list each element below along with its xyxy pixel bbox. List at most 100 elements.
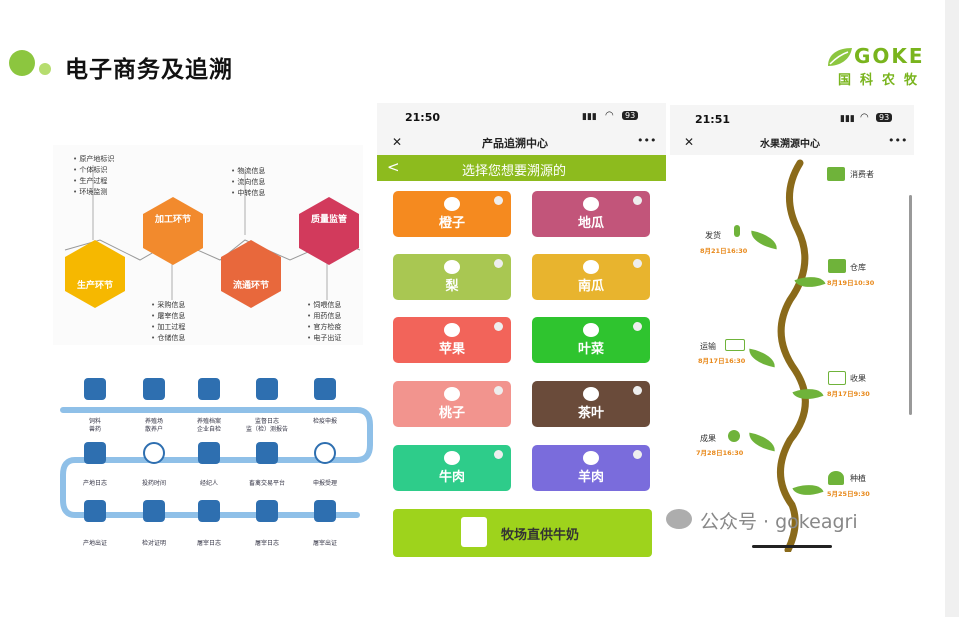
- wifi-icon: ◠: [860, 112, 869, 123]
- checklist-icon: [84, 442, 106, 464]
- certificate-icon: [84, 500, 106, 522]
- tile-dot: [494, 322, 503, 331]
- production-item: 原产地标识: [73, 154, 114, 165]
- platform-icon: [256, 442, 278, 464]
- watermark: 公众号 · gokeagri: [660, 505, 940, 539]
- tile-orange[interactable]: 橙子: [393, 191, 511, 237]
- tile-pear[interactable]: 梨: [393, 254, 511, 300]
- flow-label: 监督日志 监（检）测报告: [245, 418, 288, 433]
- signal-icon: ▮▮▮: [840, 114, 855, 124]
- tea-icon: [583, 387, 599, 401]
- peach-icon: [444, 387, 460, 401]
- slaughter-cert-icon: [314, 500, 336, 522]
- truck-icon: [725, 339, 745, 351]
- tile-dot: [633, 259, 642, 268]
- brand-logo: GOKE 国科农牧: [826, 44, 938, 88]
- flow-label: 养殖场 散养户: [144, 418, 163, 433]
- slaughter-log-icon: [256, 500, 278, 522]
- orange-icon: [444, 197, 460, 211]
- logistics-item: 物流信息: [231, 166, 265, 177]
- pear-icon: [444, 260, 460, 274]
- quality-item: 电子出证: [307, 333, 341, 344]
- stage-date: 8月19日10:30: [827, 279, 875, 287]
- production-item: 生产过程: [73, 176, 107, 187]
- scrollbar[interactable]: [909, 195, 912, 415]
- close-button[interactable]: ✕: [684, 135, 695, 149]
- tile-leafy-veg[interactable]: 叶菜: [532, 317, 650, 363]
- pumpkin-icon: [583, 260, 599, 274]
- logistics-item: 流向信息: [231, 177, 265, 188]
- stage-label: 成果: [700, 434, 716, 443]
- tile-label: 梨: [445, 279, 459, 294]
- vine-stem: [777, 159, 809, 552]
- leafy-veg-icon: [583, 323, 599, 337]
- nav-bar: ✕ 产品追溯中心 •••: [377, 131, 666, 155]
- tile-label: 叶菜: [577, 342, 604, 357]
- nav-title: 水果溯源中心: [760, 139, 820, 150]
- tile-dot: [494, 259, 503, 268]
- phone-product-trace: 21:50 ▮▮▮ ◠ 93 ✕ 产品追溯中心 ••• < 选择您想要溯源的 橙…: [377, 103, 666, 558]
- tile-label: 橙子: [438, 216, 465, 231]
- stage-label: 仓库: [850, 263, 866, 272]
- tile-peach[interactable]: 桃子: [393, 381, 511, 427]
- nav-title: 产品追溯中心: [482, 137, 548, 150]
- wifi-icon: ◠: [605, 110, 614, 121]
- processing-item: 采购信息: [151, 300, 185, 311]
- select-banner: < 选择您想要溯源的: [377, 155, 666, 181]
- stage-label: 种植: [850, 474, 866, 483]
- milk-carton-icon: [461, 517, 487, 547]
- sprout-icon: [734, 225, 740, 237]
- tile-label: 羊肉: [577, 470, 604, 485]
- apple-icon: [444, 323, 460, 337]
- status-bar: 21:51 ▮▮▮ ◠ 93: [670, 105, 914, 131]
- sweet-potato-icon: [583, 197, 599, 211]
- consumer-icon: [827, 167, 845, 181]
- milk-button[interactable]: 牧场直供牛奶: [393, 509, 652, 557]
- clock-icon: [143, 442, 165, 464]
- tile-pumpkin[interactable]: 南瓜: [532, 254, 650, 300]
- more-button[interactable]: •••: [888, 134, 908, 147]
- phone-fruit-trace: 21:51 ▮▮▮ ◠ 93 ✕ 水果溯源中心 ••• 消费者 发货 8月21日…: [670, 105, 914, 552]
- flow-label: 饲料 兽药: [88, 418, 101, 433]
- tile-tea[interactable]: 茶叶: [532, 381, 650, 427]
- cow-icon: [444, 451, 460, 465]
- tile-label: 茶叶: [577, 406, 604, 421]
- agent-icon: [198, 442, 220, 464]
- bullet-dot-small: [39, 63, 51, 75]
- flow-label: 畜禽交易平台: [248, 480, 285, 487]
- tile-label: 地瓜: [577, 216, 604, 231]
- stage-date: 8月21日16:30: [700, 247, 748, 255]
- stage-date: 5月25日9:30: [827, 490, 870, 498]
- inspection-icon: [314, 378, 336, 400]
- tile-label: 苹果: [438, 342, 465, 357]
- tile-sweet-potato[interactable]: 地瓜: [532, 191, 650, 237]
- stage-label: 消费者: [850, 170, 874, 179]
- tile-mutton[interactable]: 羊肉: [532, 445, 650, 491]
- stage-date: 8月17日9:30: [827, 390, 870, 398]
- tile-dot: [494, 196, 503, 205]
- battery-indicator: 93: [622, 111, 639, 120]
- tile-apple[interactable]: 苹果: [393, 317, 511, 363]
- archive-icon: [198, 378, 220, 400]
- accept-icon: [314, 442, 336, 464]
- wechat-icon: [666, 509, 692, 529]
- hex-logistics-label: 流通环节: [232, 281, 269, 291]
- signal-icon: ▮▮▮: [582, 112, 597, 122]
- right-edge-strip: [945, 0, 959, 617]
- flow-label: 屠宰日志: [196, 540, 221, 547]
- watermark-text: 公众号 · gokeagri: [700, 511, 858, 533]
- logistics-item: 中转信息: [231, 188, 265, 199]
- close-button[interactable]: ✕: [392, 135, 403, 149]
- tile-dot: [633, 196, 642, 205]
- hex-processing-label: 加工环节: [154, 215, 191, 225]
- hex-quality-label: 质量监管: [310, 215, 347, 225]
- more-button[interactable]: •••: [637, 134, 657, 147]
- tile-label: 牛肉: [438, 470, 465, 485]
- fruit-icon: [728, 430, 740, 442]
- processing-item: 加工过程: [151, 322, 185, 333]
- banner-text: 选择您想要溯源的: [462, 164, 567, 179]
- stage-date: 7月28日16:30: [696, 449, 744, 457]
- tile-beef[interactable]: 牛肉: [393, 445, 511, 491]
- warehouse-icon: [828, 259, 846, 273]
- back-button[interactable]: <: [387, 158, 400, 176]
